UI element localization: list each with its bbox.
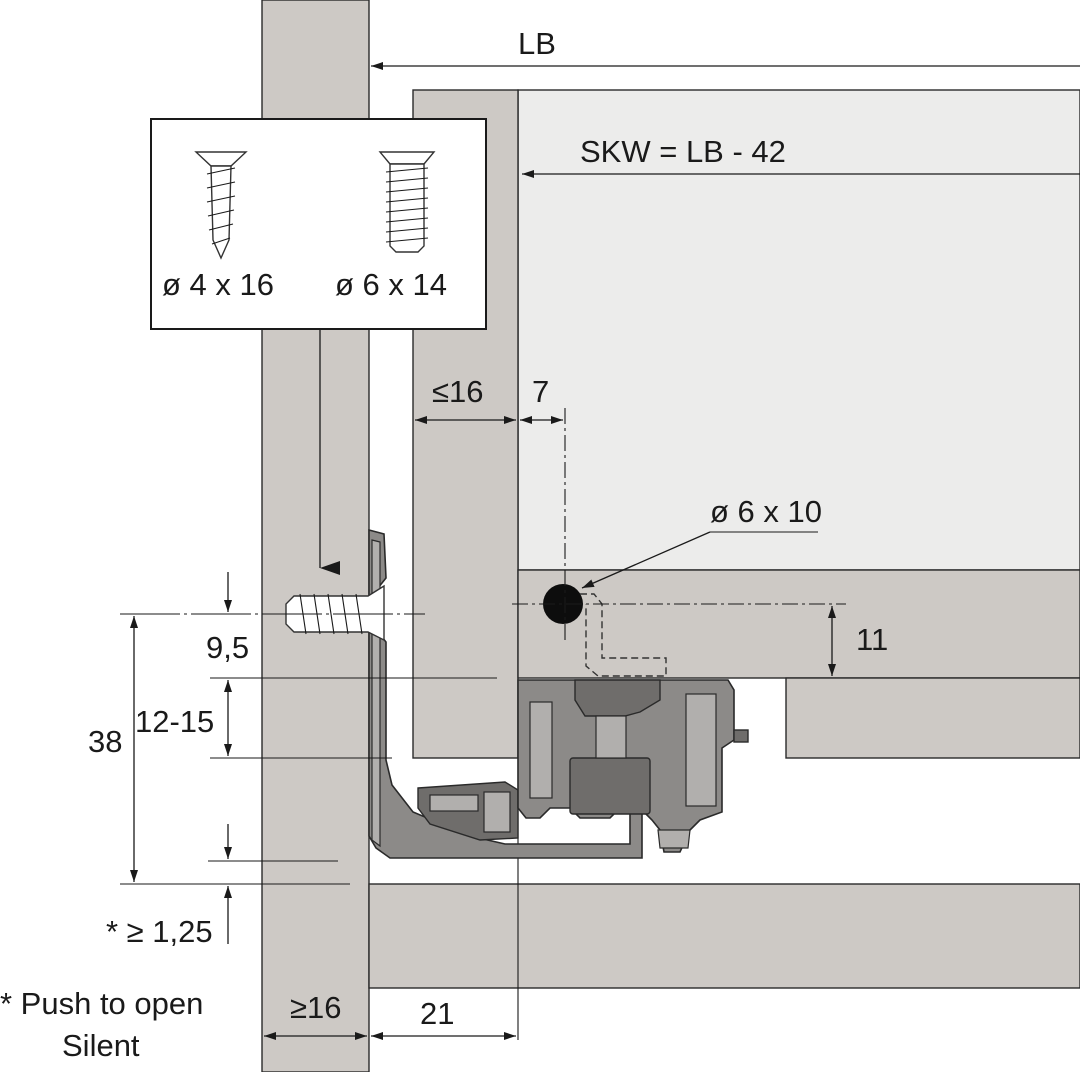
skw-label: SKW = LB - 42: [580, 134, 786, 169]
euro-screw-icon: [378, 151, 436, 253]
screw-b-label: ø 6 x 14: [335, 267, 447, 302]
runner-profile: [517, 679, 749, 853]
dim-9-5-label: 9,5: [206, 630, 249, 665]
drawer-front-panel: [517, 89, 1080, 571]
dowel-hole: [543, 584, 583, 624]
clearance-label: * ≥ 1,25: [106, 914, 213, 949]
dim-21-label: 21: [420, 996, 454, 1031]
dowel-label: ø 6 x 10: [710, 494, 822, 529]
side-max-label: ≤16: [432, 374, 484, 409]
wood-screw-icon: [194, 151, 248, 260]
offset-7-label: 7: [532, 374, 549, 409]
footnote-line1: * Push to open: [0, 986, 203, 1021]
dim-38-label: 38: [88, 724, 122, 759]
dowel-leader: [581, 531, 711, 589]
footnote-line2: Silent: [62, 1028, 140, 1063]
dim-12-15-label: 12-15: [135, 704, 214, 739]
cabinet-bottom-panel: [368, 883, 1080, 989]
lb-label: LB: [518, 26, 556, 61]
locking-clip-outline: [580, 593, 667, 677]
dim-11-label: 11: [856, 622, 888, 657]
screw-a-label: ø 4 x 16: [162, 267, 274, 302]
drawer-bottom-panel: [517, 569, 1080, 679]
cabinet-min-label: ≥16: [290, 990, 342, 1025]
drawer-back-strip: [785, 677, 1080, 759]
